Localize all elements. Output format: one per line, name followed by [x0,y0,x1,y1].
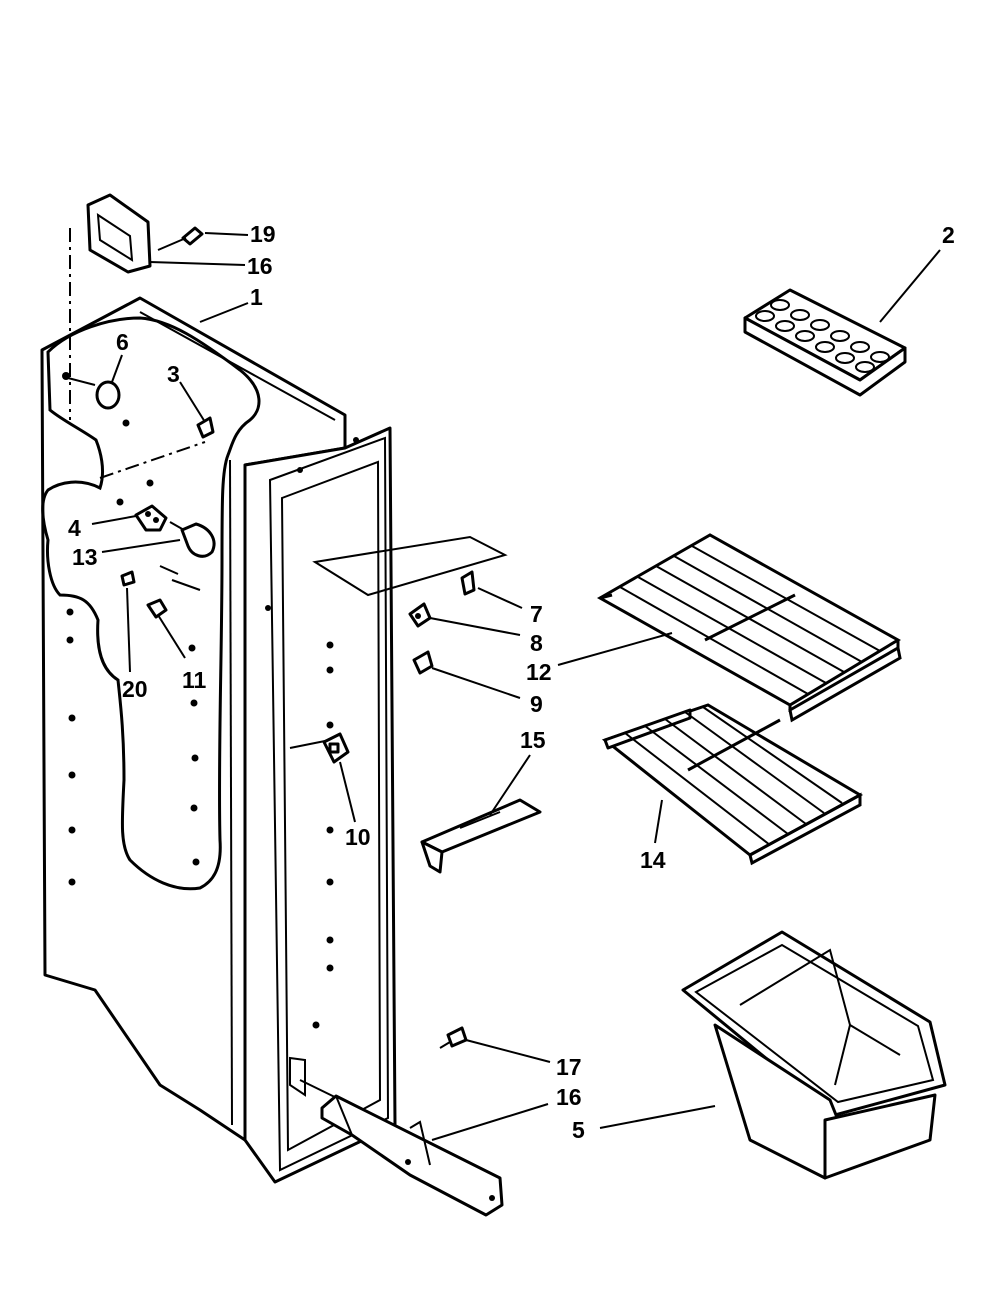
shelf-retainer-15 [420,798,542,874]
light-housing-bracket [86,193,152,274]
grommet-11 [146,598,168,619]
callout-labels: 19 16 1 2 6 3 4 13 20 11 7 8 9 12 15 10 … [68,221,955,1143]
callout-9: 9 [530,691,543,717]
callout-4: 4 [68,515,81,541]
callout-8: 8 [530,630,543,656]
plug-6 [62,372,121,410]
callout-20: 20 [122,676,148,702]
ice-bin-5 [681,930,947,1180]
callout-13: 13 [72,544,98,570]
clip-7 [460,570,476,596]
callout-2: 2 [942,222,955,248]
shelf-support-10 [322,732,350,764]
callout-16: 16 [556,1084,582,1110]
leader-lines [91,232,941,1141]
clip-9 [412,650,434,675]
wire-shelf-upper [596,533,902,723]
clip-8 [408,602,432,628]
mounting-holes [66,419,359,1029]
callout-10: 10 [345,824,371,850]
callout-14: 14 [640,847,666,873]
freezer-liner [40,228,508,1184]
screw-19 [157,226,204,251]
callout-6: 6 [116,329,129,355]
ice-cube-tray [743,288,907,397]
callout-12: 12 [526,659,552,685]
callout-7: 7 [530,601,543,627]
callout-1: 1 [250,284,263,310]
lamp-socket-4 [134,504,168,532]
callout-5: 5 [572,1117,585,1143]
wire-shelf-lower [601,703,864,866]
callout-18: 16 [247,253,273,279]
callout-15: 15 [520,727,546,753]
bolt-20 [120,570,136,587]
callout-11: 11 [182,667,207,693]
screw-3 [196,416,215,439]
support-bracket-16 [320,1094,504,1217]
light-bulb-13 [169,521,216,558]
callout-3: 3 [167,361,180,387]
screw-17 [439,1026,468,1049]
callout-17: 17 [556,1054,582,1080]
callout-19: 19 [250,221,276,247]
